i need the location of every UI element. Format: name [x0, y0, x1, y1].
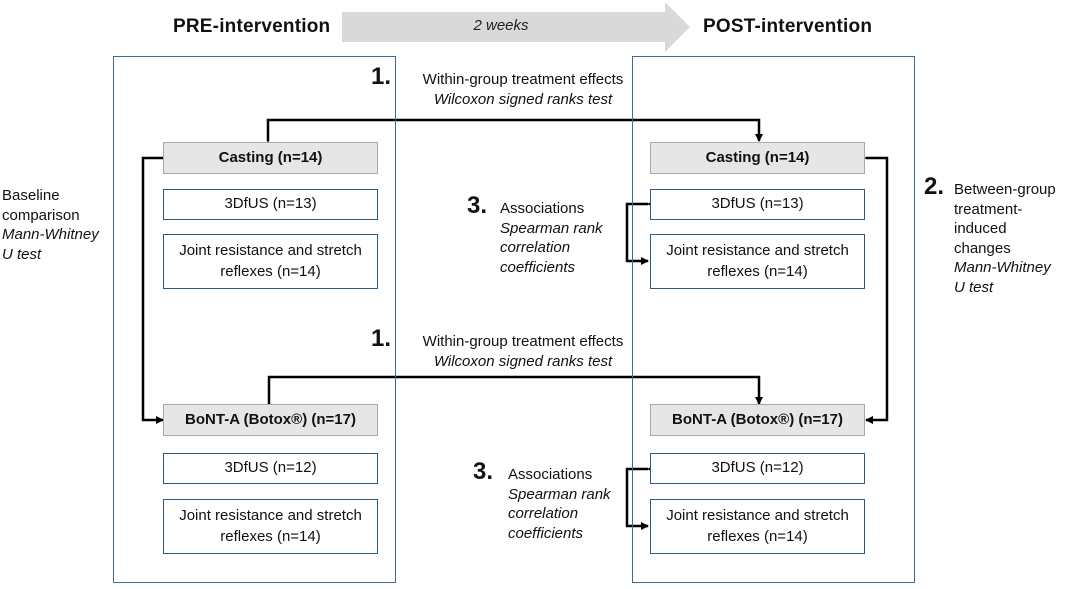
pre-botox-joint-box: Joint resistance and stretch reflexes (n… [163, 499, 378, 554]
assoc-number-1: 3. [467, 192, 488, 219]
pre-casting-joint-box: Joint resistance and stretch reflexes (n… [163, 234, 378, 289]
between-title-line: Between-group [954, 181, 1056, 198]
post-casting-3dfus-box: 3DfUS (n=13) [650, 189, 865, 220]
between-test-line: U test [954, 278, 994, 296]
post-botox-3dfus-box: 3DfUS (n=12) [650, 453, 865, 484]
baseline-title-line: Baseline [2, 187, 60, 204]
between-annotation: Between-group treatment- induced changes… [954, 180, 1056, 297]
within-title: Within-group treatment effects [422, 71, 624, 88]
assoc-title: Associations [508, 466, 593, 483]
duration-label: 2 weeks [473, 17, 529, 34]
between-title-line: changes [954, 239, 1011, 257]
post-casting-box: Casting (n=14) [650, 142, 865, 174]
between-connector [859, 154, 889, 424]
pre-botox-3dfus-box: 3DfUS (n=12) [163, 453, 378, 484]
assoc-test-line: correlation [500, 239, 571, 256]
within-test: Wilcoxon signed ranks test [433, 90, 613, 108]
between-test-line: Mann-Whitney [954, 259, 1051, 276]
within-annotation-2: Within-group treatment effects Wilcoxon … [403, 332, 643, 371]
assoc-connector-botox [625, 465, 655, 530]
baseline-test-line: U test [2, 245, 42, 263]
within-number-1: 1. [371, 63, 392, 90]
pre-panel [113, 56, 396, 583]
between-number: 2. [924, 173, 945, 200]
assoc-annotation-2: Associations Spearman rank correlation c… [508, 465, 611, 543]
assoc-number-2: 3. [473, 458, 494, 485]
post-botox-box: BoNT-A (Botox®) (n=17) [650, 404, 865, 436]
duration-arrow-shape [342, 2, 690, 52]
assoc-test-line: correlation [508, 505, 579, 522]
assoc-test-line: Spearman rank [500, 219, 603, 237]
pre-casting-box: Casting (n=14) [163, 142, 378, 174]
assoc-test-line: coefficients [500, 258, 576, 276]
within-title: Within-group treatment effects [422, 333, 624, 350]
post-panel [632, 56, 915, 583]
within-test: Wilcoxon signed ranks test [433, 352, 613, 370]
between-title-line: treatment- [954, 200, 1023, 218]
assoc-title: Associations [500, 200, 585, 217]
assoc-connector-casting [625, 200, 655, 265]
baseline-title-line: comparison [2, 206, 80, 224]
baseline-test-line: Mann-Whitney [2, 226, 99, 243]
within-connector-botox [265, 375, 763, 411]
pre-botox-box: BoNT-A (Botox®) (n=17) [163, 404, 378, 436]
assoc-annotation-1: Associations Spearman rank correlation c… [500, 199, 603, 277]
post-botox-joint-box: Joint resistance and stretch reflexes (n… [650, 499, 865, 554]
between-title-line: induced [954, 220, 1007, 237]
within-number-2: 1. [371, 325, 392, 352]
baseline-annotation: Baseline comparison Mann-Whitney U test [2, 186, 99, 264]
assoc-test-line: Spearman rank [508, 485, 611, 503]
post-casting-joint-box: Joint resistance and stretch reflexes (n… [650, 234, 865, 289]
pre-title: PRE-intervention [173, 16, 331, 37]
within-annotation-1: Within-group treatment effects Wilcoxon … [403, 70, 643, 109]
assoc-test-line: coefficients [508, 524, 584, 542]
pre-casting-3dfus-box: 3DfUS (n=13) [163, 189, 378, 220]
post-title: POST-intervention [703, 16, 873, 37]
baseline-connector [141, 154, 170, 424]
within-connector-casting [264, 118, 763, 148]
